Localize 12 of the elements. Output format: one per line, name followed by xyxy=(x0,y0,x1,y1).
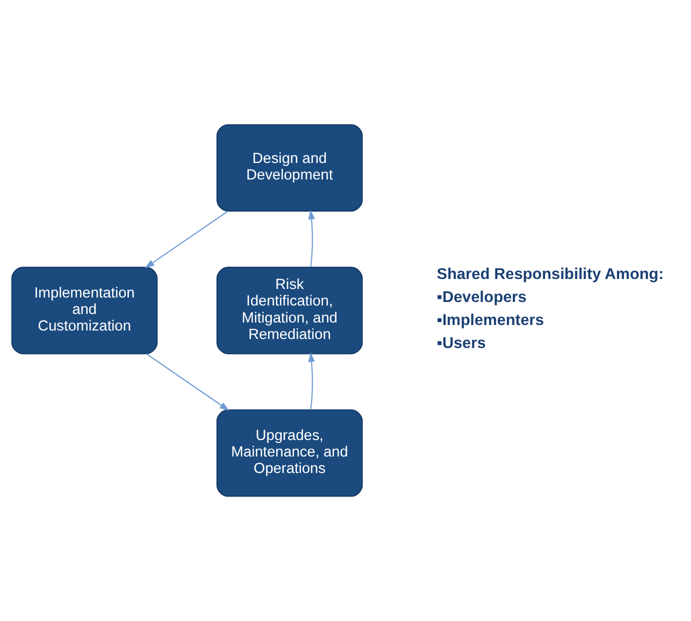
label: ▪Developers xyxy=(436,288,527,306)
arrow xyxy=(144,210,228,268)
arrow xyxy=(308,352,315,410)
arrow xyxy=(146,353,230,411)
arrow xyxy=(308,210,315,268)
node-box: Design and Development xyxy=(216,124,363,212)
node-box: Risk Identification, Mitigation, and Remediation xyxy=(216,266,363,354)
node-box: Upgrades, Maintenance, and Operations xyxy=(216,409,363,497)
label: ▪Implementers xyxy=(436,312,544,329)
node-box: Implementation and Customization xyxy=(11,266,158,354)
label: ▪Users xyxy=(436,334,486,352)
label: Shared Responsibility Among: xyxy=(436,266,664,283)
